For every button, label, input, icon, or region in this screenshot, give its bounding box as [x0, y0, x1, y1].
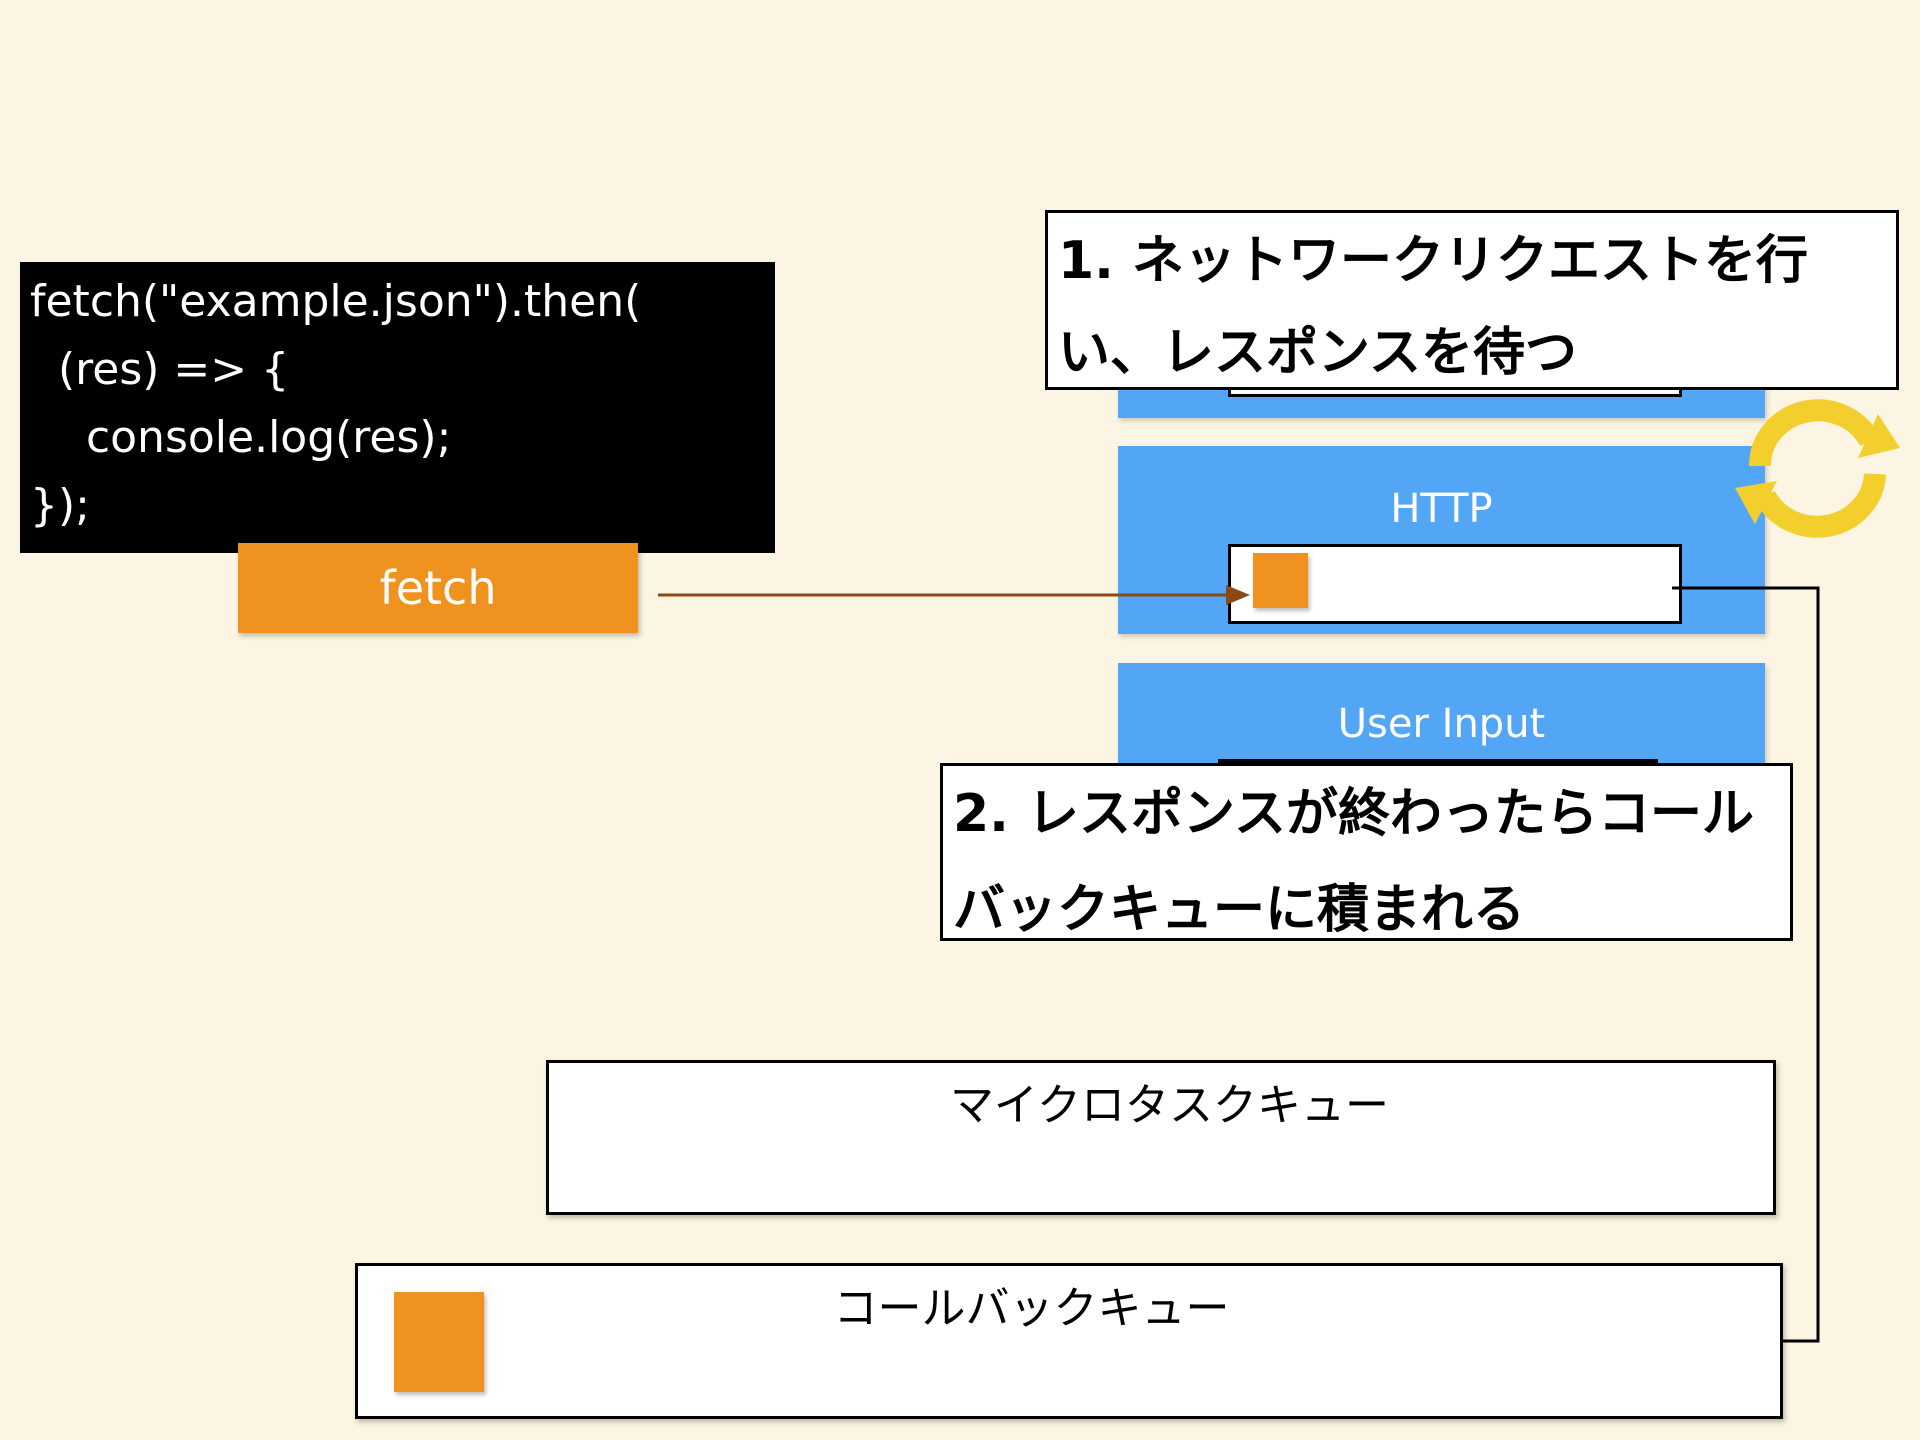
code-line: });: [30, 480, 90, 531]
callback-queue-title: コールバックキュー: [833, 1283, 1230, 1334]
callout-line: 1. ネットワークリクエストを行: [1058, 231, 1809, 291]
callout-line: 2. レスポンスが終わったらコール: [953, 784, 1754, 844]
callout-callback-queue: 2. レスポンスが終わったらコール バックキューに積まれる: [940, 763, 1793, 941]
code-line: fetch("example.json").then(: [30, 276, 642, 327]
callback-queue: コールバックキュー: [355, 1263, 1783, 1419]
callout-line: い、レスポンスを待つ: [1058, 323, 1577, 383]
callout-network-request: 1. ネットワークリクエストを行 い、レスポンスを待つ: [1045, 210, 1899, 390]
callout-line: バックキューに積まれる: [953, 880, 1526, 940]
fetch-task-square: [1253, 553, 1308, 608]
user-input-label: User Input: [1337, 701, 1546, 747]
fetch-task-block: fetch: [238, 543, 638, 633]
user-input-slot-edge: [1218, 759, 1658, 763]
http-label: HTTP: [1390, 486, 1493, 532]
user-input-panel: User Input: [1118, 663, 1765, 763]
microtask-queue: マイクロタスクキュー: [546, 1060, 1776, 1215]
code-line: console.log(res);: [30, 412, 452, 463]
callback-task-square: [394, 1292, 484, 1392]
code-snippet: fetch("example.json").then( (res) => { c…: [20, 262, 775, 553]
refresh-cycle-icon: [1735, 399, 1900, 538]
http-panel: HTTP: [1118, 446, 1765, 634]
http-slot: [1228, 544, 1682, 624]
microtask-queue-title: マイクロタスクキュー: [949, 1080, 1390, 1131]
code-line: (res) => {: [30, 344, 290, 395]
